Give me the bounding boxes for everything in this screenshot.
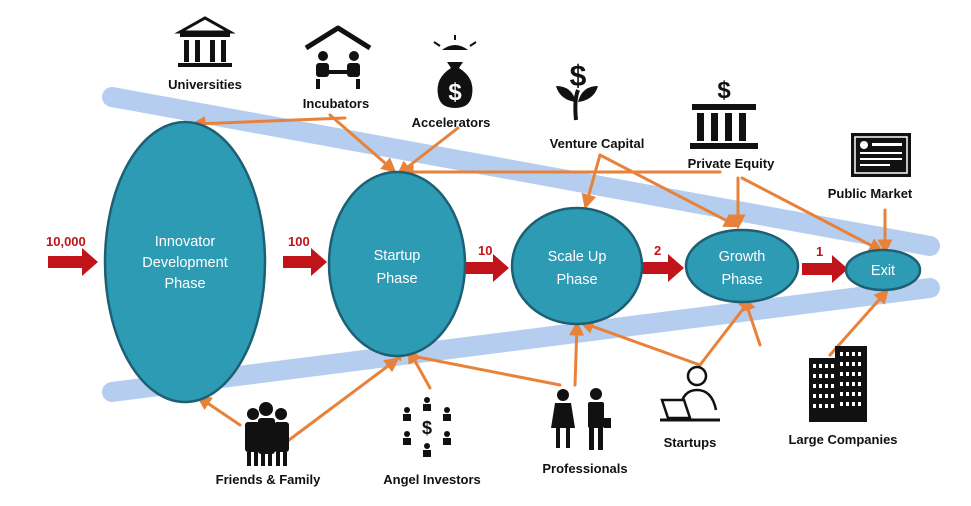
office-towers-icon xyxy=(809,346,867,422)
phase-growth-line1: Growth xyxy=(719,249,766,265)
phase-exit-label: Exit xyxy=(871,263,895,279)
label-incubators: Incubators xyxy=(303,96,369,111)
investors-dollar-icon: $ xyxy=(403,397,451,457)
label-public-market: Public Market xyxy=(828,186,913,201)
phase-scaleup: Scale Up Phase xyxy=(510,206,644,326)
flow-arrow-2 xyxy=(283,248,327,276)
phase-innovator-line3: Phase xyxy=(164,276,205,292)
phase-startup-line1: Startup xyxy=(374,248,421,264)
dollar-plant-icon: $ xyxy=(556,60,598,121)
flow-count-2: 2 xyxy=(654,243,661,258)
flow-arrow-1 xyxy=(48,248,98,276)
label-universities: Universities xyxy=(168,77,242,92)
svg-text:$: $ xyxy=(448,79,462,106)
phase-exit: Exit xyxy=(844,248,922,292)
label-venture-capital: Venture Capital xyxy=(550,136,645,151)
funnel-band-bottom xyxy=(102,278,940,402)
bank-building-icon xyxy=(174,16,236,67)
people-group-icon xyxy=(245,402,289,466)
flow-arrow-3 xyxy=(465,254,509,282)
phase-growth: Growth Phase xyxy=(684,228,800,304)
label-professionals: Professionals xyxy=(542,461,627,476)
money-bag-icon: $ xyxy=(433,35,477,108)
meeting-under-roof-icon xyxy=(304,25,372,89)
business-people-icon xyxy=(551,388,611,450)
phase-scaleup-line1: Scale Up xyxy=(548,249,607,265)
phase-startup: Startup Phase xyxy=(327,170,467,358)
flow-count-1: 1 xyxy=(816,244,823,259)
flow-count-10: 10 xyxy=(478,243,492,258)
label-large-companies: Large Companies xyxy=(788,432,897,447)
connector-lines xyxy=(190,113,893,445)
label-private-equity: Private Equity xyxy=(688,156,775,171)
stock-certificate-icon xyxy=(851,133,911,177)
phase-innovator-line1: Innovator xyxy=(155,234,216,250)
svg-text:$: $ xyxy=(570,60,587,93)
label-friends-family: Friends & Family xyxy=(216,472,322,487)
phase-innovator: Innovator Development Phase xyxy=(103,120,267,404)
person-at-laptop-icon xyxy=(660,365,720,422)
phase-scaleup-line2: Phase xyxy=(556,272,597,288)
label-angel-investors: Angel Investors xyxy=(383,472,481,487)
svg-text:$: $ xyxy=(717,77,731,104)
label-accelerators: Accelerators xyxy=(412,115,491,130)
flow-arrow-4 xyxy=(642,254,684,282)
phase-innovator-line2: Development xyxy=(142,255,227,271)
svg-text:$: $ xyxy=(422,418,432,438)
flow-arrows xyxy=(48,248,848,283)
flow-arrow-5 xyxy=(802,255,848,283)
phase-startup-line2: Phase xyxy=(376,271,417,287)
phase-growth-line2: Phase xyxy=(721,272,762,288)
label-startups: Startups xyxy=(664,435,717,450)
flow-count-10000: 10,000 xyxy=(46,234,86,249)
flow-count-100: 100 xyxy=(288,234,310,249)
dollar-bank-icon: $ xyxy=(690,77,758,149)
